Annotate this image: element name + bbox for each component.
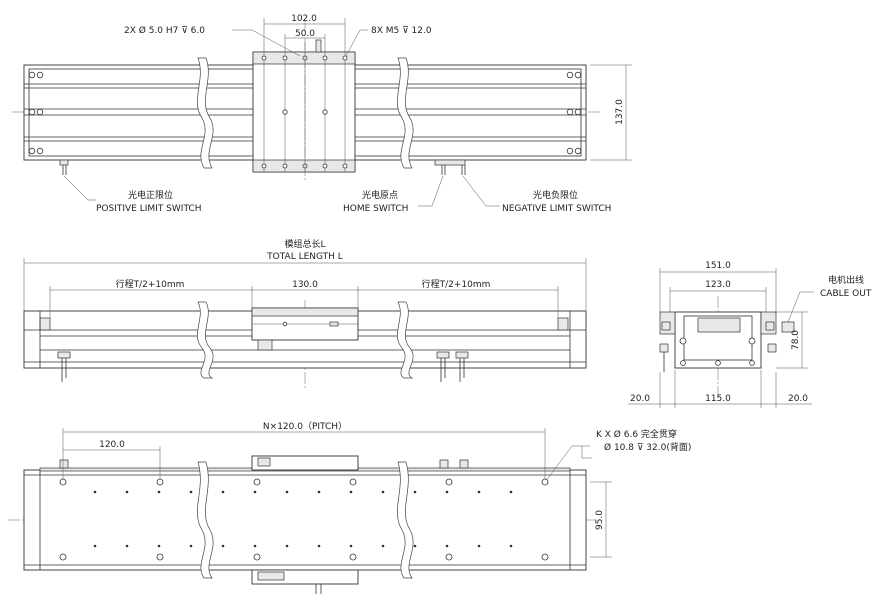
first-pitch: 120.0 bbox=[99, 440, 125, 450]
small-hole bbox=[445, 544, 449, 548]
end-overall-width: 151.0 bbox=[705, 261, 731, 271]
dim-carriage-width: 102.0 bbox=[291, 14, 317, 24]
label-positive-limit-en: POSITIVE LIMIT SWITCH bbox=[96, 204, 201, 214]
note-counterbore: Ø 10.8 ⊽ 32.0(背面) bbox=[604, 441, 691, 453]
small-hole bbox=[285, 544, 289, 548]
small-hole bbox=[189, 544, 193, 548]
through-hole bbox=[349, 478, 357, 486]
small-hole bbox=[477, 490, 481, 494]
small-hole bbox=[189, 490, 193, 494]
small-hole bbox=[93, 544, 97, 548]
small-hole bbox=[253, 490, 257, 494]
small-hole bbox=[349, 490, 353, 494]
top-view bbox=[12, 18, 632, 207]
pitch-note: N×120.0（PITCH） bbox=[263, 421, 347, 432]
through-hole bbox=[445, 553, 453, 561]
small-hole bbox=[381, 490, 385, 494]
note-pin-holes: 2X Ø 5.0 H7 ⊽ 6.0 bbox=[124, 25, 205, 36]
small-hole bbox=[445, 490, 449, 494]
through-hole bbox=[156, 478, 164, 486]
total-length-en: TOTAL LENGTH L bbox=[266, 252, 343, 262]
small-hole bbox=[125, 544, 129, 548]
carriage-length: 130.0 bbox=[292, 280, 318, 290]
small-hole bbox=[285, 490, 289, 494]
small-hole bbox=[221, 544, 225, 548]
end-body-width: 115.0 bbox=[705, 394, 731, 404]
through-hole bbox=[59, 478, 67, 486]
end-height: 78.0 bbox=[791, 330, 801, 350]
cable-out-en: CABLE OUT bbox=[820, 289, 872, 299]
small-hole bbox=[413, 490, 417, 494]
small-hole bbox=[157, 490, 161, 494]
small-hole bbox=[477, 544, 481, 548]
end-carriage-width: 123.0 bbox=[705, 280, 731, 290]
bottom-view bbox=[8, 428, 612, 594]
through-hole bbox=[253, 478, 261, 486]
through-hole bbox=[253, 553, 261, 561]
through-hole bbox=[541, 478, 549, 486]
hole-row-spacing: 95.0 bbox=[595, 510, 605, 530]
note-thread-holes: 8X M5 ⊽ 12.0 bbox=[371, 26, 432, 36]
small-hole bbox=[349, 544, 353, 548]
bottom-mounting-holes bbox=[59, 478, 549, 561]
cable-out-cn: 电机出线 bbox=[828, 274, 864, 286]
small-hole bbox=[125, 490, 129, 494]
dim-hole-spacing: 50.0 bbox=[295, 29, 315, 39]
dim-top-height: 137.0 bbox=[615, 99, 625, 125]
small-hole bbox=[413, 544, 417, 548]
small-hole bbox=[253, 544, 257, 548]
side-view bbox=[23, 258, 587, 390]
end-left-margin: 20.0 bbox=[630, 394, 650, 404]
end-right-margin: 20.0 bbox=[788, 394, 808, 404]
label-home-switch-en: HOME SWITCH bbox=[343, 204, 408, 214]
small-hole bbox=[509, 544, 513, 548]
travel-left: 行程T/2+10mm bbox=[116, 278, 185, 290]
label-negative-limit-en: NEGATIVE LIMIT SWITCH bbox=[502, 204, 611, 214]
small-hole bbox=[221, 490, 225, 494]
through-hole bbox=[541, 553, 549, 561]
small-hole bbox=[157, 544, 161, 548]
through-hole bbox=[156, 553, 164, 561]
label-positive-limit-cn: 光电正限位 bbox=[128, 189, 173, 201]
small-hole bbox=[317, 544, 321, 548]
small-hole bbox=[381, 544, 385, 548]
through-hole bbox=[349, 553, 357, 561]
travel-right: 行程T/2+10mm bbox=[422, 278, 491, 290]
note-through-holes: K X Ø 6.6 完全贯穿 bbox=[596, 428, 677, 440]
end-view bbox=[628, 268, 814, 408]
label-home-switch-cn: 光电原点 bbox=[362, 189, 398, 201]
small-hole bbox=[317, 490, 321, 494]
total-length-cn: 模组总长L bbox=[284, 238, 325, 250]
through-hole bbox=[59, 553, 67, 561]
small-hole bbox=[509, 490, 513, 494]
small-hole bbox=[93, 490, 97, 494]
through-hole bbox=[445, 478, 453, 486]
label-negative-limit-cn: 光电负限位 bbox=[533, 189, 578, 201]
